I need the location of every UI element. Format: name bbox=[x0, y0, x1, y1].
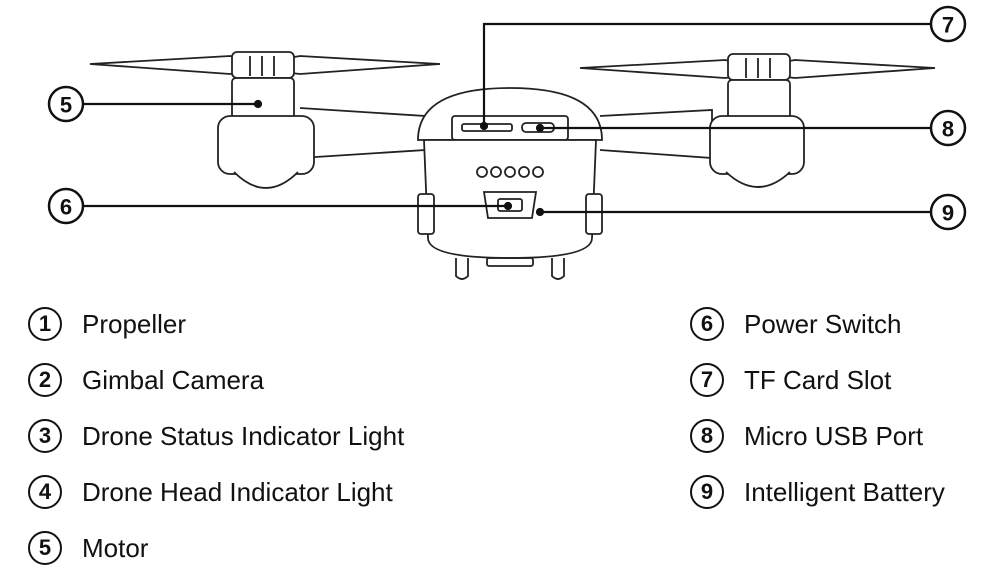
drone-body bbox=[417, 87, 603, 280]
right-leg bbox=[551, 258, 565, 280]
svg-text:9: 9 bbox=[942, 201, 954, 226]
legend-label: Micro USB Port bbox=[744, 420, 924, 451]
right-camera-dome bbox=[725, 171, 791, 188]
legend-label: Drone Head Indicator Light bbox=[82, 476, 393, 507]
leader-dot-motor bbox=[253, 99, 263, 109]
legend-item-motor: 5 Motor bbox=[28, 520, 404, 576]
legend-number: 1 bbox=[28, 307, 62, 341]
legend-item-status-light: 3 Drone Status Indicator Light bbox=[28, 408, 404, 464]
legend-label: Intelligent Battery bbox=[744, 476, 945, 507]
legend-number: 2 bbox=[28, 363, 62, 397]
legend-label: Drone Status Indicator Light bbox=[82, 420, 405, 451]
left-arm bbox=[299, 107, 426, 159]
legend-item-gimbal-camera: 2 Gimbal Camera bbox=[28, 352, 404, 408]
left-motor-group bbox=[89, 51, 441, 189]
legend-number: 8 bbox=[690, 419, 724, 453]
indicator-lights bbox=[476, 166, 544, 178]
legend-label: Motor bbox=[82, 532, 149, 563]
legend-item-power-switch: 6 Power Switch bbox=[690, 296, 945, 352]
svg-text:6: 6 bbox=[60, 195, 72, 220]
right-gimbal-housing bbox=[709, 115, 805, 175]
legend-item-head-light: 4 Drone Head Indicator Light bbox=[28, 464, 404, 520]
right-prop-hub bbox=[727, 53, 791, 81]
legend-number: 3 bbox=[28, 419, 62, 453]
left-motor-body bbox=[231, 77, 295, 121]
callout-micro-usb-port: 8 bbox=[929, 109, 967, 147]
right-motor-body bbox=[727, 79, 791, 121]
right-battery-clip bbox=[585, 193, 603, 235]
legend-item-micro-usb-port: 8 Micro USB Port bbox=[690, 408, 945, 464]
leader-dot-usb bbox=[535, 123, 545, 133]
legend-number: 4 bbox=[28, 475, 62, 509]
callout-tf-card-slot: 7 bbox=[929, 5, 967, 43]
left-camera-dome bbox=[233, 171, 299, 189]
right-motor-group bbox=[579, 53, 936, 188]
leader-dot-tf-card bbox=[479, 121, 489, 131]
legend-number: 7 bbox=[690, 363, 724, 397]
callout-power-switch: 6 bbox=[47, 187, 85, 225]
legend-item-intelligent-battery: 9 Intelligent Battery bbox=[690, 464, 945, 520]
svg-text:7: 7 bbox=[942, 13, 954, 38]
right-arm bbox=[599, 109, 713, 159]
legend-label: Propeller bbox=[82, 308, 187, 339]
callout-intelligent-battery: 9 bbox=[929, 193, 967, 231]
legend-left: 1 Propeller 2 Gimbal Camera 3 Drone Stat… bbox=[28, 296, 404, 576]
legend-label: TF Card Slot bbox=[744, 364, 892, 395]
legend-right: 6 Power Switch 7 TF Card Slot 8 Micro US… bbox=[690, 296, 945, 520]
svg-text:8: 8 bbox=[942, 117, 954, 142]
legend-number: 5 bbox=[28, 531, 62, 565]
left-leg bbox=[455, 258, 469, 280]
legend-number: 6 bbox=[690, 307, 724, 341]
legend-item-propeller: 1 Propeller bbox=[28, 296, 404, 352]
leader-dot-power-switch bbox=[503, 201, 513, 211]
drone-diagram: 5 6 7 8 9 bbox=[47, 5, 967, 280]
left-prop-hub bbox=[231, 51, 295, 79]
legend-label: Power Switch bbox=[744, 308, 902, 339]
legend-label: Gimbal Camera bbox=[82, 364, 265, 395]
legend-number: 9 bbox=[690, 475, 724, 509]
callout-motor: 5 bbox=[47, 85, 85, 123]
svg-text:5: 5 bbox=[60, 93, 72, 118]
leader-line-tf-card bbox=[482, 22, 930, 126]
left-battery-clip bbox=[417, 193, 435, 235]
leader-dot-battery bbox=[535, 207, 545, 217]
legend-item-tf-card-slot: 7 TF Card Slot bbox=[690, 352, 945, 408]
left-gimbal-housing bbox=[217, 115, 315, 175]
